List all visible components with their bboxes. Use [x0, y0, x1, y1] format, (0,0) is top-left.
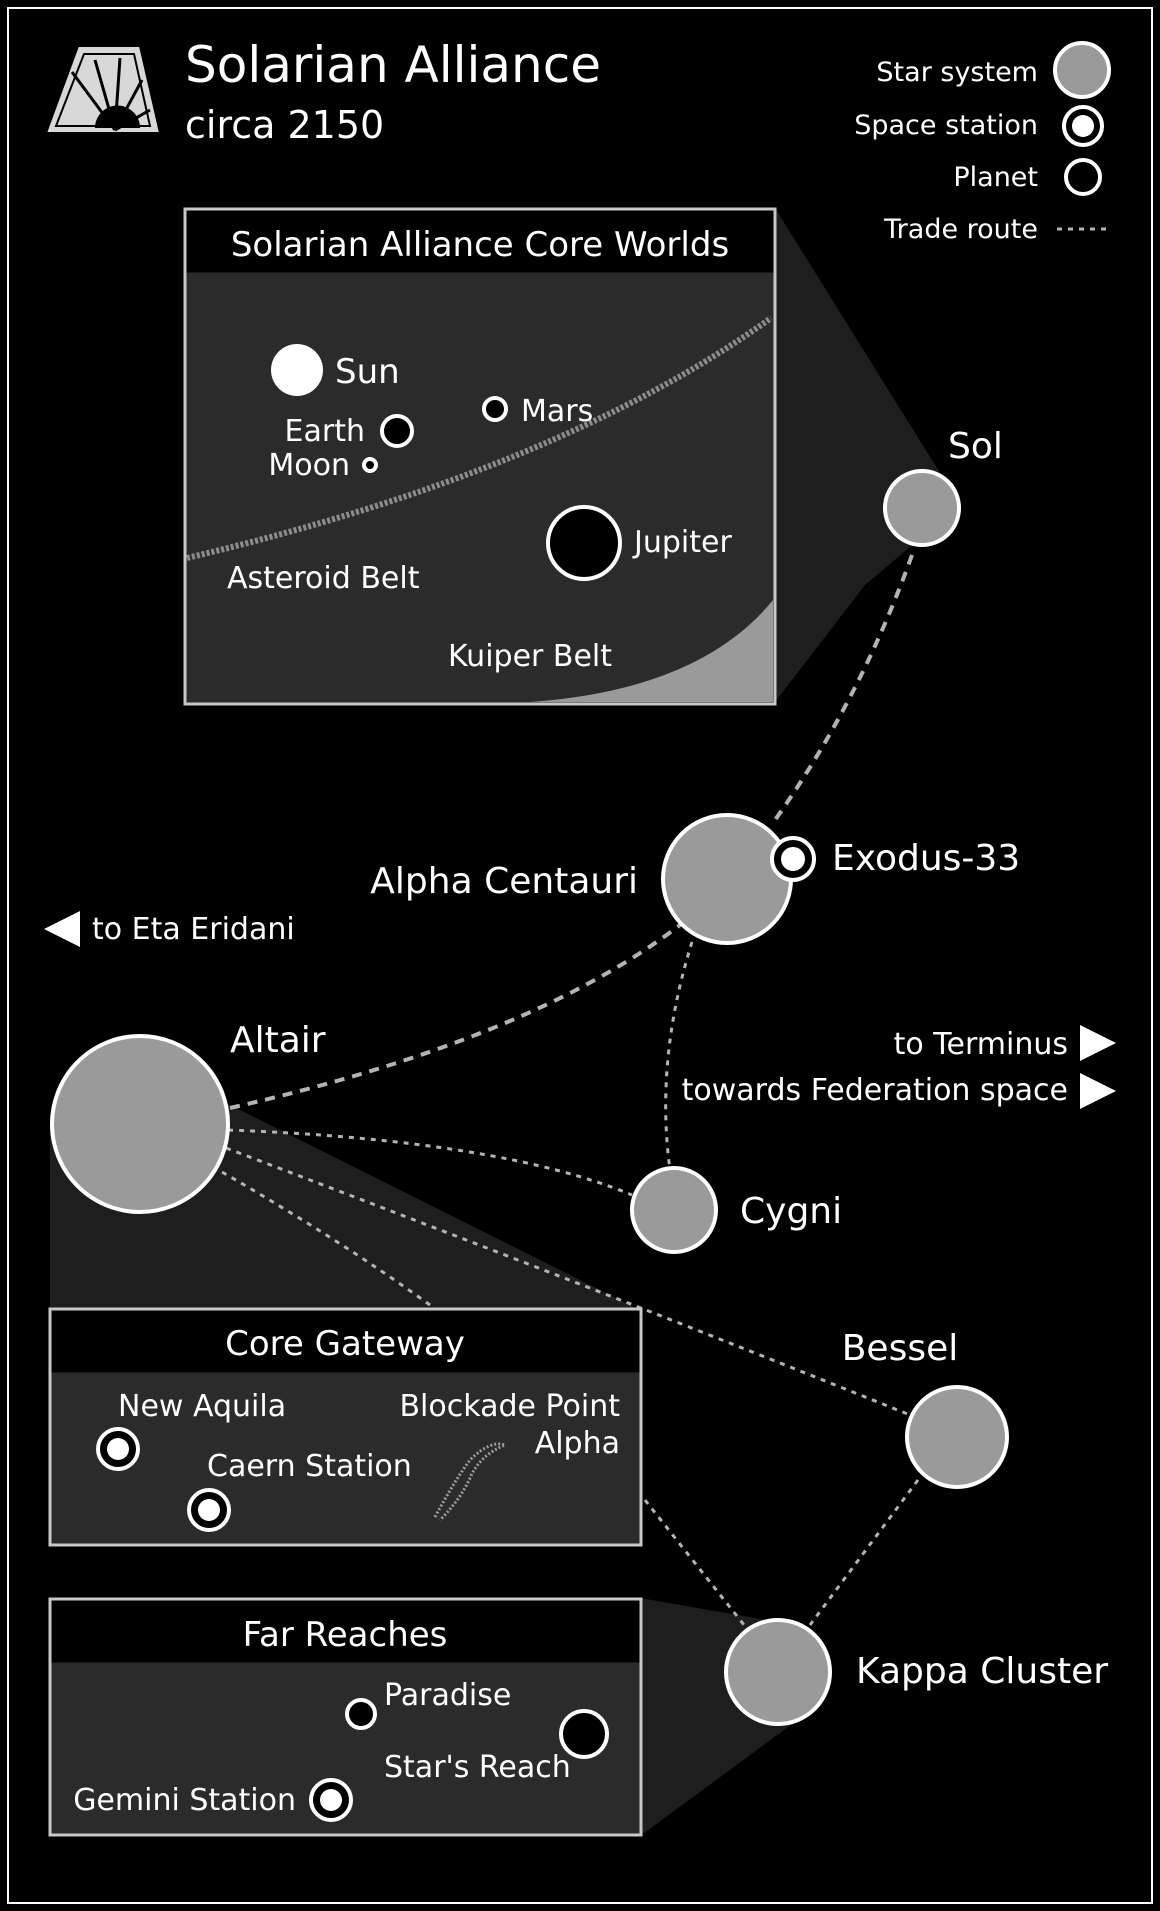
paradise-planet-icon [345, 1698, 377, 1730]
cygni-label: Cygni [740, 1191, 842, 1232]
route-bessel-kappa [808, 1479, 920, 1626]
bessel-label: Bessel [842, 1328, 959, 1369]
core-worlds-panel-header [186, 210, 774, 273]
kuiper-belt-label: Kuiper Belt [448, 639, 612, 674]
earth-icon [380, 414, 414, 448]
far-reaches-title: Far Reaches [243, 1615, 448, 1655]
exodus-station-icon [770, 836, 816, 882]
blockade-point-label-line1: Blockade Point [399, 1389, 620, 1424]
arrow-right-federation-icon [1080, 1073, 1116, 1109]
trade-routes [221, 554, 920, 1631]
core-gateway-title: Core Gateway [225, 1324, 465, 1364]
arrow-right-terminus-icon [1080, 1025, 1116, 1061]
core-worlds-panel-frame [183, 207, 777, 706]
mars-icon [482, 396, 508, 422]
altair-system-icon [50, 1034, 230, 1214]
kappa-cluster-system-icon [724, 1618, 832, 1726]
route-altair-bessel [225, 1146, 911, 1417]
core-worlds-panel: Solarian Alliance Core Worlds Sun Earth … [183, 207, 777, 706]
map-title: Solarian Alliance [185, 36, 601, 94]
kappa-cluster-label: Kappa Cluster [856, 1651, 1108, 1692]
sol-label: Sol [948, 426, 1003, 467]
arrow-left-icon [44, 911, 80, 947]
alpha-centauri-system-icon [661, 813, 793, 945]
map-subtitle: circa 2150 [185, 103, 384, 147]
core-gateway-panel: Core Gateway New Aquila Caern Station Bl… [48, 1307, 643, 1547]
legend-planet-icon [1064, 158, 1102, 196]
federation-label: towards Federation space [682, 1073, 1068, 1108]
cygni-system-icon [630, 1166, 718, 1254]
asteroid-belt-band [186, 315, 773, 561]
far-reaches-panel-header [51, 1600, 640, 1663]
route-altair-alpha [229, 923, 682, 1110]
sol-system-icon [883, 469, 961, 547]
paradise-label: Paradise [384, 1678, 511, 1713]
sol-zoom-wedge [775, 208, 960, 702]
jupiter-icon [546, 505, 622, 581]
new-aquila-station-icon [96, 1427, 140, 1471]
legend-trade-route-label: Trade route [883, 214, 1038, 245]
sun-icon [271, 344, 323, 396]
moon-label: Moon [268, 448, 350, 483]
sun-label: Sun [335, 352, 400, 392]
legend-space-station-icon [1062, 105, 1104, 147]
route-altair-cygni [227, 1128, 633, 1197]
core-gateway-panel-header [51, 1310, 640, 1373]
blockade-point-label-line2: Alpha [535, 1426, 620, 1461]
terminus-label: to Terminus [894, 1027, 1068, 1062]
stars-reach-label: Star's Reach [384, 1750, 571, 1785]
caern-station-label: Caern Station [207, 1449, 412, 1484]
new-aquila-label: New Aquila [118, 1389, 286, 1424]
far-reaches-panel: Far Reaches Paradise Star's Reach Gemini… [48, 1597, 643, 1837]
legend-star-system-icon [1053, 41, 1111, 99]
kuiper-belt-band [530, 600, 773, 702]
earth-label: Earth [285, 414, 365, 449]
asteroid-belt-label: Asteroid Belt [227, 561, 420, 596]
route-altair-gateway [221, 1170, 431, 1307]
route-sol-alpha [773, 554, 914, 822]
moon-icon [362, 457, 378, 473]
blockade-debris-icon [433, 1442, 510, 1522]
alpha-centauri-label: Alpha Centauri [370, 861, 638, 902]
legend-space-station-label: Space station [854, 110, 1038, 141]
legend-planet-label: Planet [953, 162, 1038, 193]
legend-star-system-label: Star system [876, 57, 1038, 88]
bessel-system-icon [905, 1385, 1009, 1489]
eta-eridani-label: to Eta Eridani [92, 912, 295, 947]
legend: Star system Space station Planet Trade r… [854, 41, 1112, 245]
core-worlds-title: Solarian Alliance Core Worlds [231, 225, 729, 265]
gemini-station-icon [309, 1778, 353, 1822]
altair-label: Altair [230, 1020, 326, 1061]
stars-reach-planet-icon [559, 1709, 609, 1759]
caern-station-icon [187, 1488, 231, 1532]
alliance-logo-icon [44, 45, 162, 134]
exodus-label: Exodus-33 [832, 838, 1020, 879]
gemini-station-label: Gemini Station [73, 1783, 296, 1818]
mars-label: Mars [521, 394, 593, 429]
jupiter-label: Jupiter [632, 525, 732, 560]
